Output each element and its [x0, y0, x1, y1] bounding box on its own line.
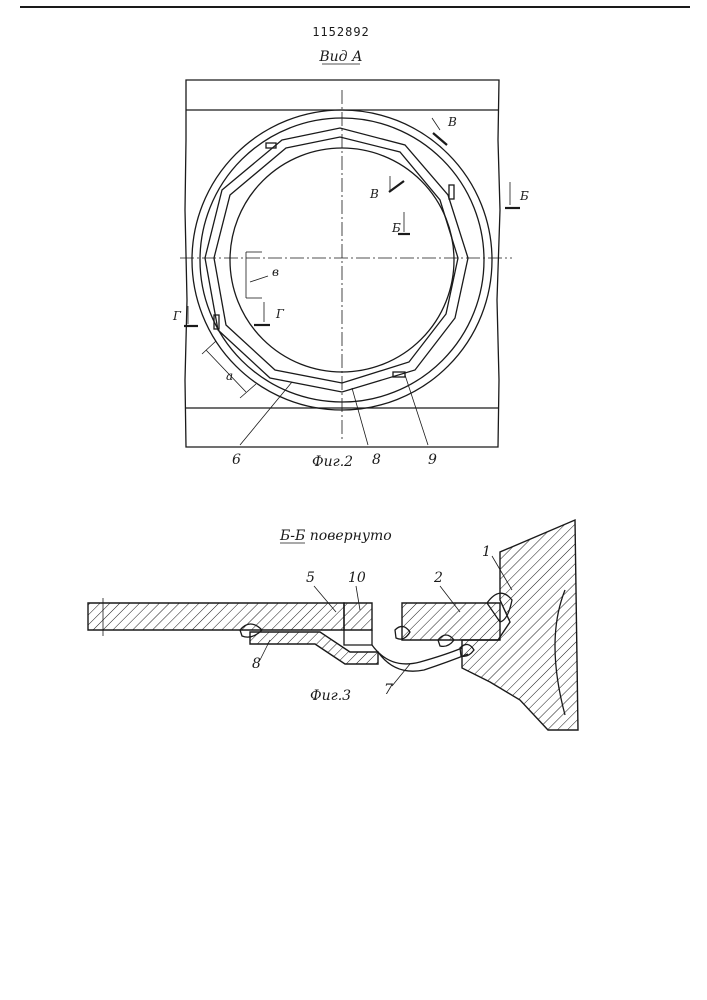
plate-5 [88, 603, 344, 630]
section-mark-v-inner: В [369, 187, 379, 201]
callout-10: 10 [348, 570, 366, 586]
spring-7 [372, 645, 468, 671]
callout-8: 8 [372, 452, 381, 468]
callout-2: 2 [433, 570, 443, 586]
callout-5: 5 [306, 570, 315, 586]
callout-8-fig3: 8 [252, 656, 261, 672]
dimension-a-label: а [226, 369, 233, 383]
section-title: Б-Б повернуто [279, 528, 392, 544]
callout-6: 6 [232, 452, 241, 468]
section-mark-v-top: В [447, 115, 457, 129]
part-2 [402, 603, 500, 640]
section-mark-g-left: Г [172, 309, 182, 323]
figure-2-caption: Фиг.2 [312, 454, 353, 470]
callout-1: 1 [482, 544, 491, 560]
section-mark-b-inner: Б [391, 221, 401, 235]
dimension-v-label: в [272, 265, 279, 279]
callout-7: 7 [384, 682, 393, 698]
strip-8 [250, 632, 378, 664]
figure-2-ring-view: а в В В Б Б Г Г 6 8 [172, 80, 529, 470]
callout-8-leader [352, 388, 368, 445]
section-mark-g-inner: Г [275, 307, 285, 321]
callout-9: 9 [428, 452, 437, 468]
section-mark-b-right: Б [519, 189, 529, 203]
figure-3-caption: Фиг.3 [310, 688, 351, 704]
spring-band-outer [205, 128, 468, 392]
spring-band-inner [214, 137, 458, 383]
clip-right [449, 185, 454, 199]
view-title: Вид А [318, 49, 362, 65]
part-10 [344, 603, 372, 630]
figure-3-section-view: Б-Б повернуто 1 2 5 10 8 [88, 520, 578, 730]
part-10-clip [344, 630, 372, 645]
patent-number: 1152892 [312, 25, 370, 39]
